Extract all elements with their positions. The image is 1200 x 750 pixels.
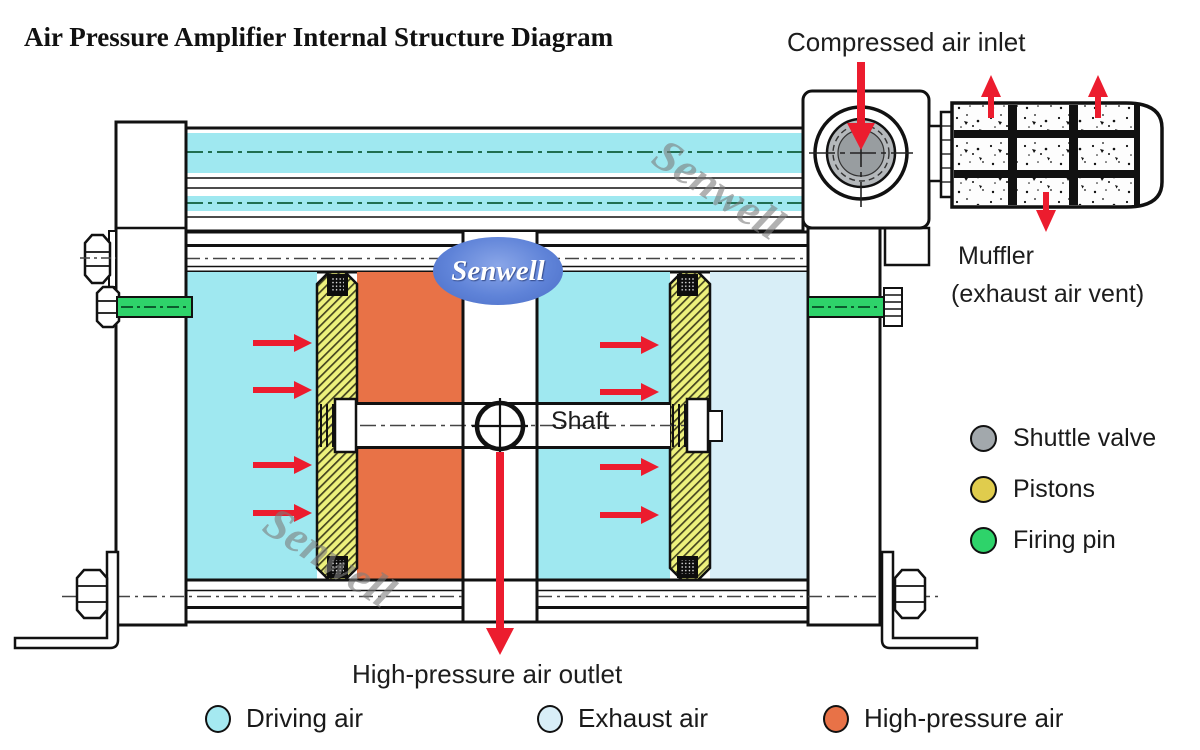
exhaust-air-swatch <box>537 704 563 733</box>
right-firing-pin <box>807 296 885 318</box>
legend-item-driving-air: Driving air <box>205 703 363 734</box>
left-firing-pin <box>116 296 193 318</box>
right-pin-bolt <box>883 287 903 327</box>
flow-arrow <box>600 336 659 354</box>
left-shaft-coupling <box>320 397 358 454</box>
right-plate-shelf <box>883 226 931 267</box>
driving-air-swatch <box>205 704 231 733</box>
component-legend: Shuttle valve Pistons Firing pin <box>970 424 1156 577</box>
shaft-stub <box>707 410 723 442</box>
flow-arrow <box>253 334 312 352</box>
legend-label: Pistons <box>1013 474 1095 503</box>
left-foot-bracket <box>13 550 120 650</box>
high-pressure-air-outlet-label: High-pressure air outlet <box>352 659 623 689</box>
bottom-right-bolt <box>893 568 927 620</box>
flow-arrow <box>600 383 659 401</box>
muffler <box>927 101 1164 209</box>
flow-arrow <box>600 506 659 524</box>
brand-logo: Senwell <box>433 237 563 305</box>
top-air-tube <box>184 126 805 233</box>
legend-label: Shuttle valve <box>1013 423 1157 452</box>
legend-item-shuttle-valve: Shuttle valve <box>970 424 1156 452</box>
inlet-arrow <box>847 62 875 150</box>
compressed-air-inlet-label: Compressed air inlet <box>787 27 1026 57</box>
high-pressure-air-top <box>357 272 463 403</box>
left-pin-nut <box>95 285 121 329</box>
outlet-arrow <box>486 452 514 655</box>
flow-arrow <box>253 504 312 522</box>
flow-arrow <box>600 458 659 476</box>
muffler-label: Muffler <box>958 242 1034 270</box>
legend-item-high-pressure-air: High-pressure air <box>823 703 1063 734</box>
right-foot-bracket <box>880 550 979 650</box>
legend-label: Driving air <box>246 703 364 733</box>
outlet-port-circle <box>472 398 528 454</box>
muffler-filter-media <box>954 105 1134 205</box>
left-end-plate <box>114 120 188 627</box>
legend-label: Exhaust air <box>578 703 709 733</box>
right-shaft-coupling <box>672 397 710 454</box>
flow-arrow <box>253 381 312 399</box>
upper-left-bolt <box>80 230 117 288</box>
muffler-up-arrow <box>1088 75 1108 118</box>
driving-air-left-chamber <box>186 272 317 580</box>
right-end-plate <box>806 226 931 627</box>
muffler-sub-label: (exhaust air vent) <box>951 280 1145 308</box>
shuttle-valve-block <box>801 89 931 230</box>
bottom-left-bolt <box>75 568 109 620</box>
muffler-down-arrow <box>1036 192 1056 232</box>
arrows <box>253 62 1108 655</box>
legend-label: High-pressure air <box>864 703 1064 733</box>
legend-label: Firing pin <box>1013 525 1116 554</box>
shaft-label: Shaft <box>551 407 610 435</box>
firing-pin-swatch <box>970 526 997 554</box>
legend-item-firing-pin: Firing pin <box>970 526 1156 554</box>
tube-driving-air-band <box>187 133 802 173</box>
brand-logo-text: Senwell <box>451 254 545 287</box>
high-pressure-air-bottom <box>357 448 463 580</box>
shuttle-valve-swatch <box>970 424 997 452</box>
legend-item-exhaust-air: Exhaust air <box>537 703 708 734</box>
flow-arrow <box>253 456 312 474</box>
pistons-swatch <box>970 475 997 503</box>
muffler-up-arrow <box>981 75 1001 118</box>
diagram-title: Air Pressure Amplifier Internal Structur… <box>24 22 614 52</box>
exhaust-air-chamber <box>710 272 808 580</box>
high-pressure-air-swatch <box>823 704 849 733</box>
legend-item-pistons: Pistons <box>970 475 1156 503</box>
